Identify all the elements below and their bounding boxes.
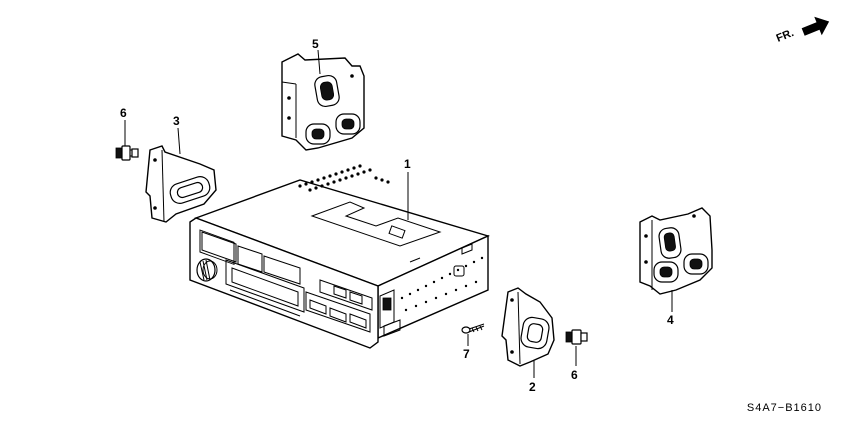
callout-7: 7: [463, 347, 470, 361]
callout-3: 3: [173, 114, 180, 128]
callout-1: 1: [404, 157, 411, 171]
part-1-audio-unit: [189, 164, 490, 349]
part-6-screw-left: [115, 120, 139, 161]
callout-6-right: 6: [571, 368, 578, 382]
front-direction-marker: FR.: [775, 16, 830, 45]
fr-label: FR.: [775, 27, 796, 45]
callout-2: 2: [529, 380, 536, 394]
part-7-screw: [461, 323, 485, 346]
diagram-code: S4A7−B1610: [746, 402, 822, 414]
callout-6-left: 6: [120, 106, 127, 120]
arrow-right-icon: [801, 16, 830, 36]
callout-4: 4: [667, 313, 674, 327]
part-4-bracket: [639, 207, 713, 312]
part-6-screw-right: [565, 329, 588, 366]
part-3-bracket: [145, 127, 217, 223]
part-2-bracket: [501, 287, 555, 378]
callout-5: 5: [312, 37, 319, 51]
part-5-bracket: [281, 49, 365, 151]
